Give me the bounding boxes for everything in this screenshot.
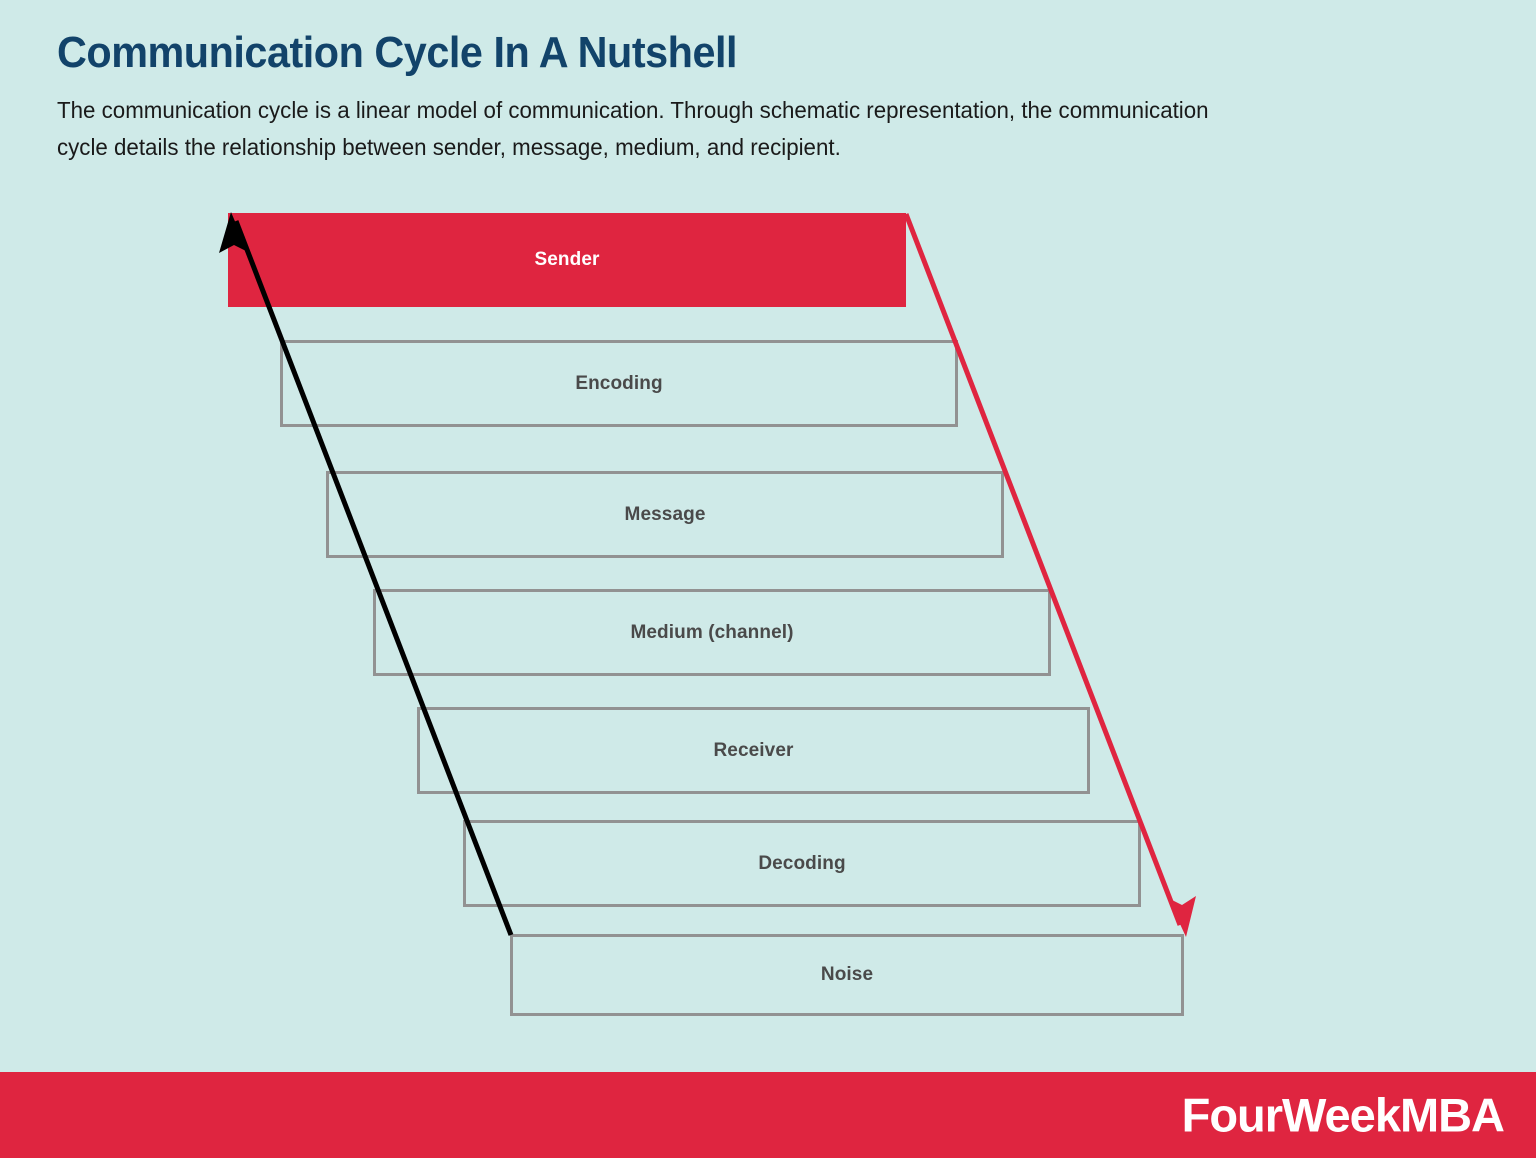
step-box-sender: Sender — [228, 213, 906, 307]
step-box-encoding: Encoding — [280, 340, 958, 427]
communication-cycle-diagram: Sender Encoding Message Medium (channel)… — [219, 212, 1196, 1016]
step-box-receiver: Receiver — [417, 707, 1090, 794]
step-box-medium: Medium (channel) — [373, 589, 1051, 676]
page-subtitle: The communication cycle is a linear mode… — [57, 97, 1209, 161]
step-box-decoding: Decoding — [463, 820, 1141, 907]
step-label-decoding: Decoding — [758, 852, 846, 874]
step-label-medium: Medium (channel) — [630, 621, 794, 643]
step-box-noise: Noise — [510, 934, 1184, 1016]
step-label-receiver: Receiver — [713, 739, 794, 761]
page-title: Communication Cycle In A Nutshell — [57, 28, 738, 77]
brand-logo: FourWeekMBA — [1181, 1088, 1505, 1142]
footer-bar: FourWeekMBA — [0, 1072, 1536, 1158]
header: Communication Cycle In A Nutshell The co… — [57, 28, 1357, 167]
step-label-sender: Sender — [534, 249, 600, 270]
step-box-message: Message — [326, 471, 1004, 558]
step-label-message: Message — [624, 503, 706, 525]
step-label-noise: Noise — [820, 964, 874, 985]
step-label-encoding: Encoding — [575, 372, 663, 394]
